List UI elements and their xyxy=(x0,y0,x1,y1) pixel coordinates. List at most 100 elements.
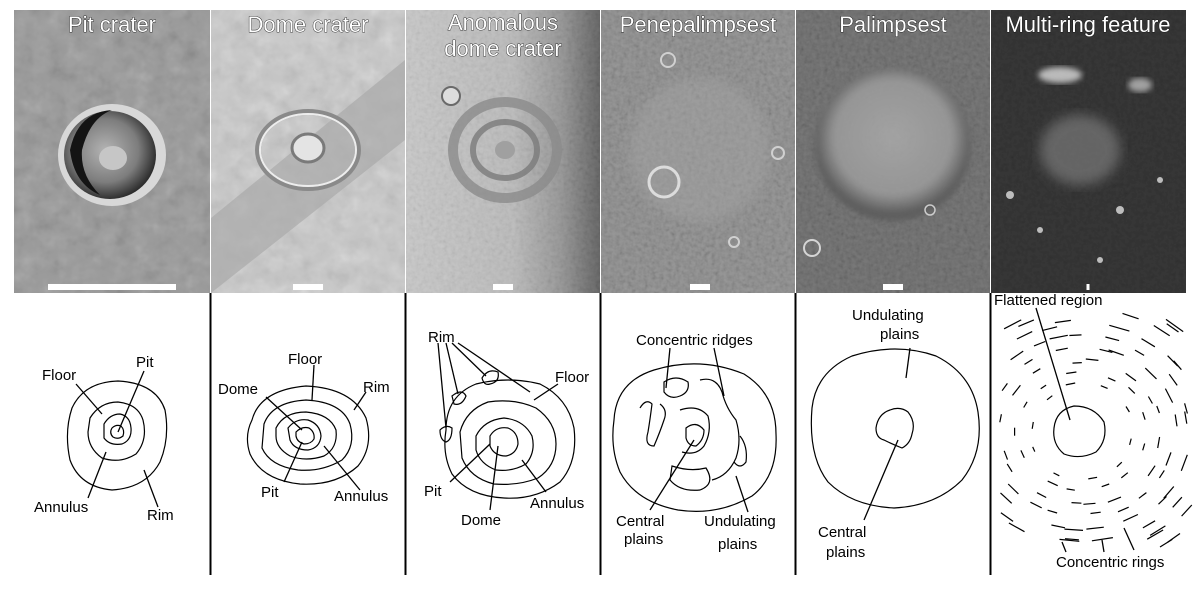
ring-dash xyxy=(1107,496,1122,503)
ring-dash xyxy=(1085,358,1099,361)
ring-dash xyxy=(1003,450,1009,460)
label-pit: Pit xyxy=(261,484,279,501)
ring-dash xyxy=(1141,338,1156,348)
ring-dash xyxy=(1007,483,1019,495)
panel-title-anomalous-line1: Anomalous xyxy=(448,10,558,35)
label-annulus: Annulus xyxy=(34,499,88,516)
ring-dash xyxy=(1006,463,1013,473)
ring-dash xyxy=(1000,512,1014,522)
column-dividers xyxy=(209,293,992,575)
ring-dash xyxy=(1159,538,1173,548)
ring-dash xyxy=(1163,486,1175,499)
ring-dash xyxy=(1055,347,1068,352)
label-annulus: Annulus xyxy=(530,495,584,512)
ring-dash xyxy=(1105,336,1120,342)
ring-dash xyxy=(1168,373,1178,386)
label-annulus: Annulus xyxy=(334,488,388,505)
ring-dash xyxy=(1030,501,1042,509)
ring-dash xyxy=(1003,319,1022,330)
ring-dash xyxy=(1086,526,1104,530)
label-undulating-plains: plains xyxy=(718,536,757,553)
ring-dash xyxy=(1166,323,1179,333)
label-floor: Floor xyxy=(555,369,589,386)
ring-dash xyxy=(1142,412,1146,420)
label-undulating-plains: plains xyxy=(880,326,919,343)
label-pit: Pit xyxy=(424,483,442,500)
ring-dash xyxy=(1064,538,1079,541)
ring-dash xyxy=(1122,312,1139,320)
ring-dash xyxy=(1001,383,1008,392)
ring-dash xyxy=(1051,524,1066,529)
ring-dash xyxy=(1053,472,1060,477)
ring-dash xyxy=(1040,384,1047,390)
photo-row: Pit crater Dome crater Anomalous dome cr… xyxy=(14,10,1186,293)
ring-dash xyxy=(1020,450,1025,458)
ring-dash xyxy=(1138,492,1147,499)
ring-dash xyxy=(1129,438,1132,446)
sketch-anomalous-dome-crater: Rim Floor Pit Dome Annulus xyxy=(424,329,589,529)
ring-dash xyxy=(1012,384,1021,396)
ring-dash xyxy=(1181,504,1193,517)
ring-dash xyxy=(1101,483,1110,488)
ring-dash xyxy=(1184,403,1188,414)
ring-dash xyxy=(1158,496,1167,505)
sketch-penepalimpsest: Concentric ridges Central plains Undulat… xyxy=(612,332,777,553)
label-dome: Dome xyxy=(218,381,258,398)
ring-dash xyxy=(1117,506,1129,513)
ring-dash xyxy=(1109,324,1130,332)
ring-dash xyxy=(1147,465,1156,477)
ring-dash xyxy=(1184,411,1188,424)
label-concentric-ridges: Concentric ridges xyxy=(636,332,753,349)
ring-dash xyxy=(1064,528,1084,531)
ring-dash xyxy=(1153,324,1171,337)
ring-dash xyxy=(1180,454,1188,472)
photo-anomalous-dome-crater: Anomalous dome crater xyxy=(406,10,600,293)
panel-title-palimpsest: Palimpsest xyxy=(839,12,947,37)
concentric-rings xyxy=(999,312,1193,548)
ring-dash xyxy=(1107,377,1116,382)
ring-dash xyxy=(1071,502,1082,504)
ring-dash xyxy=(1036,492,1047,499)
ring-dash xyxy=(1054,319,1071,324)
ring-dash xyxy=(1120,472,1129,479)
label-central-plains: plains xyxy=(624,531,663,548)
photo-pit-crater: Pit crater xyxy=(14,10,210,293)
ring-dash xyxy=(1164,388,1174,403)
sketch-pit-crater: Floor Pit Annulus Rim xyxy=(34,354,174,524)
photo-palimpsest: Palimpsest xyxy=(796,10,990,293)
ring-dash xyxy=(1059,538,1080,542)
label-flattened-region: Flattened region xyxy=(994,292,1102,309)
label-rim: Rim xyxy=(363,379,390,396)
ring-dash xyxy=(999,414,1002,423)
ring-dash xyxy=(1156,405,1160,414)
panel-title-dome-crater: Dome crater xyxy=(247,12,368,37)
ring-dash xyxy=(1032,368,1041,374)
ring-dash xyxy=(1172,496,1183,508)
sketch-multi-ring-feature: Flattened region Concentric rings xyxy=(994,292,1193,571)
ring-dash xyxy=(1174,414,1178,427)
ring-dash xyxy=(1125,372,1137,382)
label-rim: Rim xyxy=(428,329,455,346)
ring-dash xyxy=(1128,386,1136,394)
ring-dash xyxy=(1024,358,1033,365)
ring-dash xyxy=(1146,529,1164,540)
ring-dash xyxy=(1008,522,1025,533)
ring-dash xyxy=(1066,488,1075,491)
ring-dash xyxy=(1047,480,1058,487)
ring-dash xyxy=(1158,470,1165,479)
ring-dash xyxy=(1123,513,1139,522)
ring-dash xyxy=(1033,340,1046,347)
label-rim: Rim xyxy=(147,507,174,524)
sketch-dome-crater: Floor Rim Dome Pit Annulus xyxy=(218,351,390,505)
ring-dash xyxy=(1041,326,1058,332)
ring-dash xyxy=(1000,492,1013,504)
ring-dash xyxy=(1046,395,1053,401)
sketch-palimpsest: Undulating plains Central plains xyxy=(810,307,980,561)
ring-dash xyxy=(1016,331,1033,340)
label-undulating: Undulating xyxy=(852,307,924,324)
label-floor: Floor xyxy=(42,367,76,384)
ring-dash xyxy=(1173,360,1182,371)
ring-dash xyxy=(1049,334,1068,340)
ring-dash xyxy=(1099,348,1113,353)
